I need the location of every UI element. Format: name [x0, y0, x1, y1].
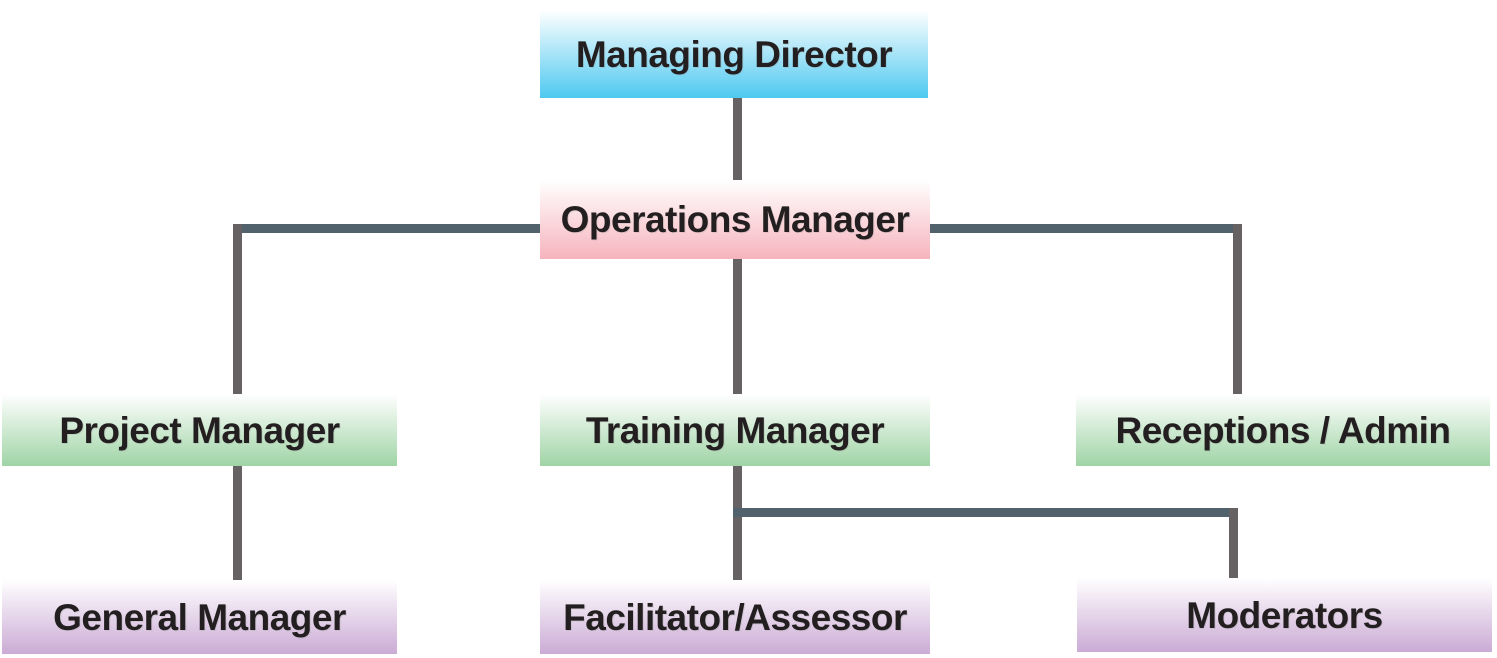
- connector-tm-to-mod-horizontal: [733, 508, 1238, 517]
- org-node-general-manager: General Manager: [2, 580, 397, 654]
- org-node-label-operations-manager: Operations Manager: [560, 199, 910, 240]
- org-node-project-manager: Project Manager: [2, 394, 397, 466]
- org-node-moderators: Moderators: [1077, 578, 1492, 652]
- connector-md-to-om-vertical: [733, 96, 742, 184]
- connector-om-to-tm-vertical: [733, 255, 742, 400]
- connector-om-to-pm-vertical: [233, 224, 242, 400]
- connector-pm-to-gm-vertical: [233, 462, 242, 586]
- org-node-training-manager: Training Manager: [540, 394, 930, 466]
- org-node-receptions-admin: Receptions / Admin: [1076, 394, 1490, 466]
- connector-om-to-ra-vertical: [1233, 224, 1242, 400]
- org-node-label-moderators: Moderators: [1186, 594, 1383, 636]
- connector-om-to-ra-horizontal: [925, 224, 1242, 233]
- org-node-label-training-manager: Training Manager: [585, 409, 885, 451]
- connector-tm-to-mod-vertical: [1229, 508, 1238, 582]
- connector-om-to-pm-horizontal: [233, 224, 553, 233]
- org-node-managing-director: Managing Director: [540, 10, 928, 98]
- org-node-label-receptions-admin: Receptions / Admin: [1115, 409, 1451, 451]
- connector-tm-to-fa-vertical: [733, 462, 742, 586]
- org-node-facilitator-assessor: Facilitator/Assessor: [540, 580, 930, 654]
- org-node-label-facilitator-assessor: Facilitator/Assessor: [563, 596, 907, 638]
- org-node-label-managing-director: Managing Director: [575, 33, 893, 75]
- org-node-operations-manager: Operations Manager: [540, 180, 930, 259]
- org-node-label-project-manager: Project Manager: [59, 409, 340, 451]
- org-node-label-general-manager: General Manager: [53, 596, 346, 638]
